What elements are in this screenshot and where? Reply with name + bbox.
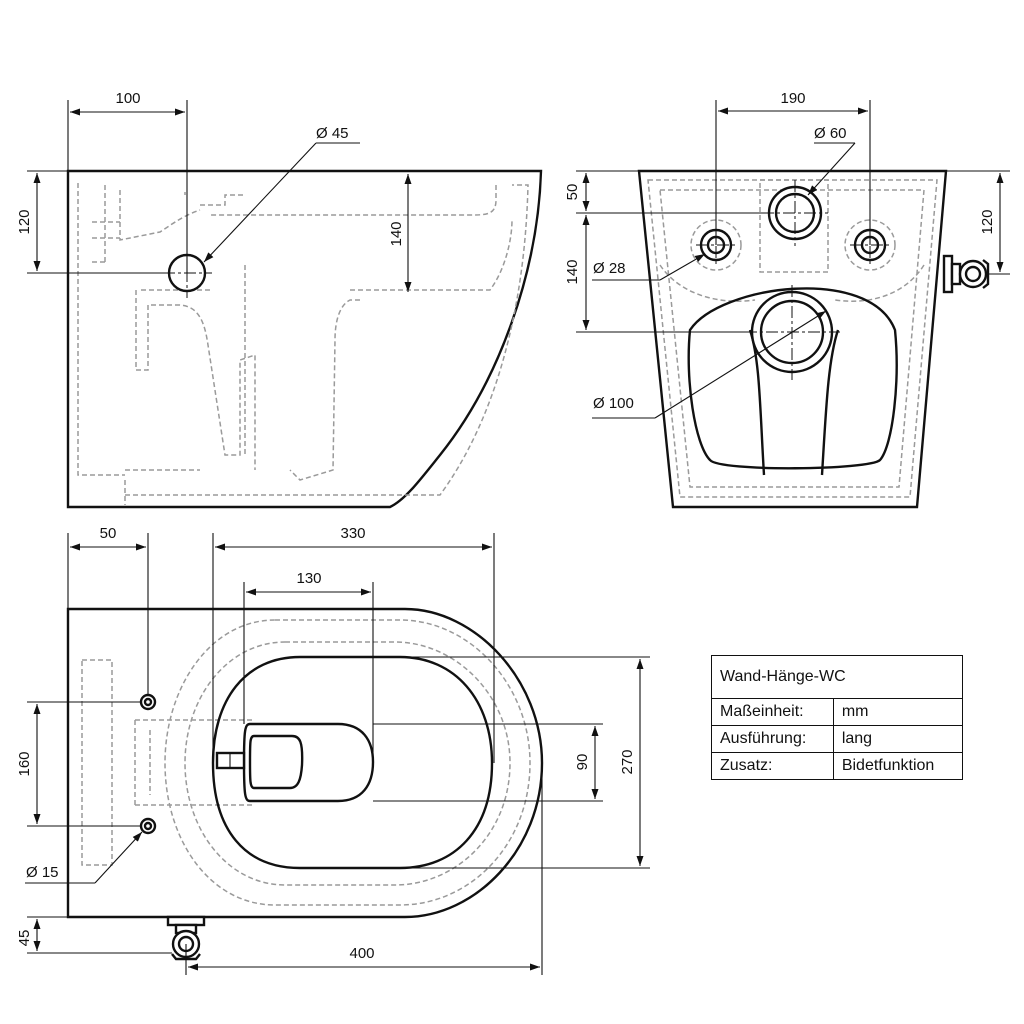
top-view-hidden-rim [164,619,531,906]
top-view-hidden-inner [184,641,511,886]
dim-back-holes-height: 140 [564,259,581,284]
back-view-hidden-plate [759,179,829,273]
legend-value: mm [832,698,964,726]
legend-row: Ausführung: lang [711,725,964,753]
dim-top-inner: 90 [574,754,591,771]
dim-side-inner-height: 140 [388,221,405,246]
top-view-hole-upper [139,693,157,711]
side-view-hidden-channel [104,185,513,481]
legend-key: Maßeinheit: [711,698,834,726]
dia-top-holes: Ø 15 [26,864,59,881]
legend-title: Wand-Hänge-WC [711,655,963,699]
side-view-hidden-inner [92,221,246,505]
legend-row: Zusatz: Bidetfunktion [711,752,964,780]
legend-value: lang [832,725,964,753]
side-view-outline [66,169,543,509]
top-view-bowl [211,655,494,870]
back-view-connector [942,254,990,294]
dim-back-top: 50 [564,184,581,201]
side-view-hidden-trap [77,183,529,496]
top-view: 50 330 130 160 90 270 45 400 [16,525,650,975]
dim-top-connector: 45 [16,930,33,947]
dim-back-right-height: 120 [979,209,996,234]
legend-key: Ausführung: [711,725,834,753]
dim-top-holes: 160 [16,751,33,776]
back-view-left-hole [690,219,742,271]
dim-top-depth: 270 [619,749,636,774]
dia-side-outlet: Ø 45 [316,125,349,142]
dim-back-width: 190 [780,90,805,107]
legend-row: Maßeinheit: mm [711,698,964,726]
dia-back-drain: Ø 100 [593,395,634,412]
back-view-outline [637,169,948,509]
dia-back-side: Ø 28 [593,260,626,277]
top-view-hole-lower [139,817,157,835]
top-view-outline [66,607,544,919]
legend-key: Zusatz: [711,752,834,780]
dim-top-span: 330 [340,525,365,542]
side-view: 100 120 140 Ø 45 [16,90,543,509]
legend-table: Wand-Hänge-WC Maßeinheit: mm Ausführung:… [711,655,964,780]
dia-back-top: Ø 60 [814,125,847,142]
dim-top-edge: 50 [100,525,117,542]
dim-top-bidet: 130 [296,570,321,587]
back-view-right-hole [844,219,896,271]
back-view: 190 50 140 120 Ø 60 Ø 28 Ø 100 [564,90,1010,509]
legend-value: Bidetfunktion [832,752,964,780]
back-view-bowl [687,287,898,470]
dim-side-outlet-height: 120 [16,209,33,234]
top-view-hidden-plate [81,659,113,866]
back-view-hidden-outline [647,179,938,498]
dim-top-total: 400 [349,945,374,962]
dim-side-width: 100 [115,90,140,107]
top-view-bidet [242,722,375,803]
